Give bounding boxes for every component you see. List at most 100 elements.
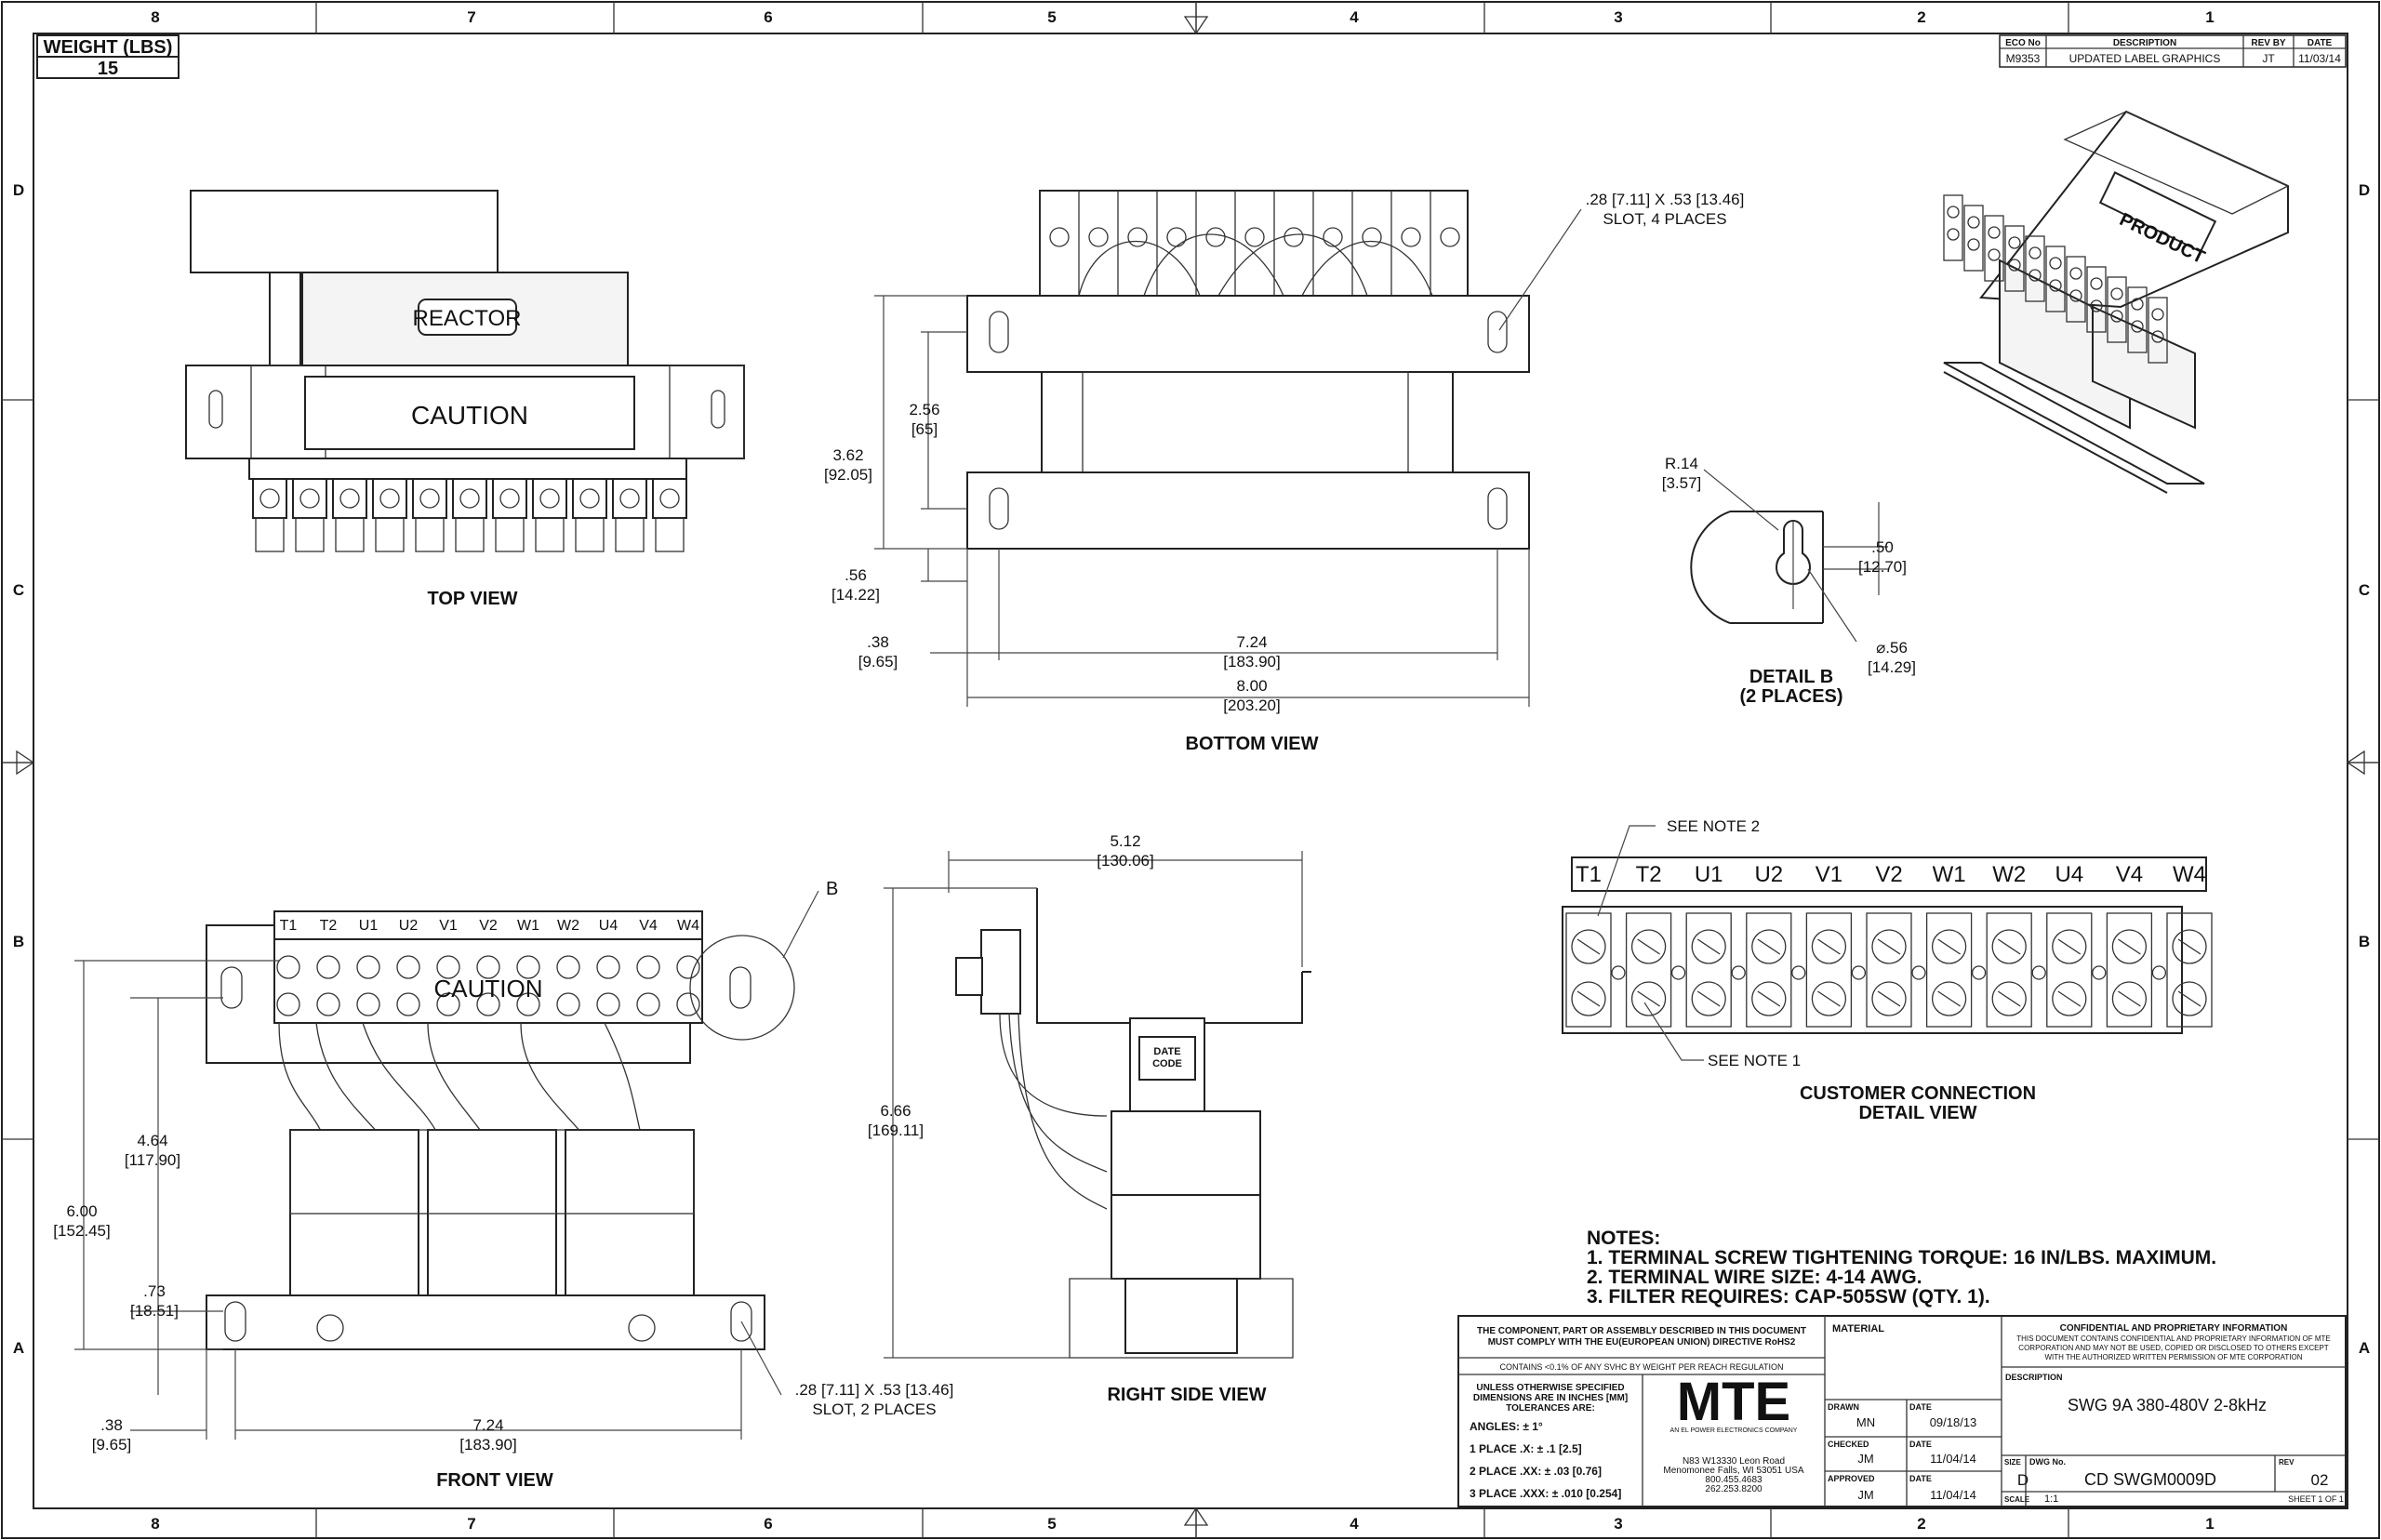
bottom-view-title: BOTTOM VIEW — [1186, 734, 1319, 754]
dim-front-7-24: 7.24 — [472, 1416, 503, 1434]
top-terminal — [572, 478, 607, 519]
dim-3-62: 3.62 — [832, 446, 863, 464]
revision-block: ECO No DESCRIPTION REV BY DATE M9353 UPD… — [1999, 34, 2347, 68]
weight-box: WEIGHT (LBS) 15 — [36, 34, 180, 79]
size-value: D — [2017, 1471, 2029, 1489]
terminal-screw-icon — [1088, 227, 1109, 247]
dim-dia-0-56: ⌀.56 — [1876, 639, 1908, 657]
drawn-label: DRAWN — [1828, 1402, 1859, 1412]
terminal-screw-icon — [1571, 929, 1606, 964]
dim-dia-0-56-mm: [14.29] — [1868, 658, 1916, 676]
dim-0-73-mm: [18.51] — [130, 1302, 179, 1320]
tolerance-angles: ANGLES: ± 1° — [1470, 1420, 1543, 1433]
dim-6-00-mm: [152.45] — [53, 1222, 110, 1240]
front-terminal-header — [273, 910, 703, 940]
terminal-screw-icon — [1691, 981, 1726, 1016]
terminal-screw-icon — [1751, 929, 1787, 964]
terminal-screw-icon — [1049, 227, 1070, 247]
terminal-screw-icon — [596, 955, 620, 979]
approved-label: APPROVED — [1828, 1474, 1875, 1483]
customer-terminal-cell — [2166, 912, 2213, 1028]
customer-terminal-label: U2 — [1754, 862, 1783, 887]
customer-view-title: CUSTOMER CONNECTION — [1800, 1083, 2036, 1104]
terminal-screw-icon — [299, 488, 320, 509]
terminal-screw-icon — [1362, 227, 1382, 247]
confidential-line-1: THIS DOCUMENT CONTAINS CONFIDENTIAL AND … — [2016, 1334, 2331, 1343]
dim-0-56: .56 — [845, 566, 867, 584]
front-terminal-label: W2 — [557, 918, 579, 934]
customer-terminal-label: W4 — [2173, 862, 2206, 887]
dim-0-73: .73 — [143, 1282, 166, 1300]
front-terminal-block — [273, 938, 703, 1024]
detail-b: R.14 [3.57] .50 [12.70] ⌀.56 [14.29] DET… — [1662, 455, 1916, 707]
terminal-screw-icon — [356, 992, 380, 1016]
dim-front-7-24-mm: [183.90] — [459, 1436, 516, 1454]
front-terminal-label: U1 — [359, 918, 379, 934]
front-terminal-label: T2 — [320, 918, 338, 934]
bottom-terminal-strip — [1039, 190, 1469, 297]
rev-header-desc: DESCRIPTION — [2113, 38, 2176, 48]
customer-terminal-cell — [1805, 912, 1853, 1028]
zone-col-top: 5 — [1047, 8, 1056, 26]
approved-date-label: DATE — [1909, 1474, 1932, 1483]
iso-terminal — [2127, 286, 2148, 353]
rev-header-eco: ECO No — [2005, 38, 2041, 48]
customer-terminal-label: T2 — [1636, 862, 1662, 887]
dim-5-12-mm: [130.06] — [1097, 852, 1153, 870]
mte-logo: MTE — [1677, 1372, 1790, 1432]
dim-2-56: 2.56 — [909, 401, 939, 418]
see-note-1: SEE NOTE 1 — [1708, 1052, 1801, 1069]
approved-by: JM — [1857, 1488, 1873, 1502]
front-terminal-label: U4 — [599, 918, 619, 934]
terminal-screw-icon — [1991, 929, 2027, 964]
date-code-line1: DATE — [1153, 1046, 1180, 1057]
slot-4-places-size: .28 [7.11] X .53 [13.46] — [1586, 191, 1745, 208]
front-terminal-label: W4 — [677, 918, 699, 934]
dim-7-24: 7.24 — [1236, 633, 1267, 651]
tolerance-line-1: UNLESS OTHERWISE SPECIFIED — [1476, 1383, 1624, 1393]
front-terminal-label: T1 — [280, 918, 298, 934]
zone-col-top: 8 — [151, 8, 159, 26]
rev-value: 02 — [2311, 1471, 2329, 1489]
terminal-screw-icon — [619, 488, 640, 509]
top-terminal — [652, 478, 687, 519]
terminal-screw-icon — [676, 955, 700, 979]
size-label: SIZE — [2004, 1458, 2021, 1467]
terminal-screw-icon — [499, 488, 520, 509]
address-line-1: N83 W13330 Leon Road — [1683, 1456, 1785, 1467]
zone-column-labels: 8 7 6 5 4 3 2 1 8 7 6 5 4 3 2 1 — [151, 8, 2214, 1533]
slot-2-places-text: SLOT, 2 PLACES — [812, 1401, 936, 1418]
caution-label: CAUTION — [411, 401, 528, 430]
reach-statement: CONTAINS <0.1% OF ANY SVHC BY WEIGHT PER… — [1500, 1362, 1784, 1372]
dim-0-50: .50 — [1871, 538, 1894, 556]
tolerance-1-place: 1 PLACE .X: ± .1 [2.5] — [1470, 1442, 1582, 1455]
terminal-screw-icon — [1871, 929, 1907, 964]
terminal-screw-icon — [2052, 929, 2087, 964]
terminal-screw-icon — [1931, 981, 1967, 1016]
terminal-screw-icon — [556, 992, 580, 1016]
dim-0-38: .38 — [867, 633, 889, 651]
customer-terminal-labels — [1571, 856, 2207, 892]
terminal-screw-icon — [676, 992, 700, 1016]
dim-front-0-38-mm: [9.65] — [92, 1436, 132, 1454]
terminal-screw-icon — [1991, 981, 2027, 1016]
caution-plate — [304, 376, 635, 450]
detail-b-title: DETAIL B — [1749, 667, 1833, 687]
customer-terminal-cell — [2106, 912, 2153, 1028]
description-value: SWG 9A 380-480V 2-8kHz — [2068, 1396, 2267, 1414]
terminal-screw-icon — [1323, 227, 1343, 247]
drawn-by: MN — [1856, 1415, 1875, 1429]
customer-terminal-label: V4 — [2116, 862, 2143, 887]
rev-desc: UPDATED LABEL GRAPHICS — [2069, 52, 2221, 65]
customer-terminal-label: V2 — [1875, 862, 1902, 887]
terminal-screw-icon — [1205, 227, 1226, 247]
top-terminal — [532, 478, 567, 519]
confidential-line-2: CORPORATION AND MAY NOT BE USED, COPIED … — [2018, 1344, 2329, 1352]
tolerance-line-3: TOLERANCES ARE: — [1506, 1403, 1595, 1414]
terminal-screw-icon — [316, 992, 340, 1016]
terminal-screw-icon — [396, 955, 420, 979]
top-terminal — [252, 478, 287, 519]
terminal-screw-icon — [1691, 929, 1726, 964]
terminal-screw-icon — [516, 955, 540, 979]
